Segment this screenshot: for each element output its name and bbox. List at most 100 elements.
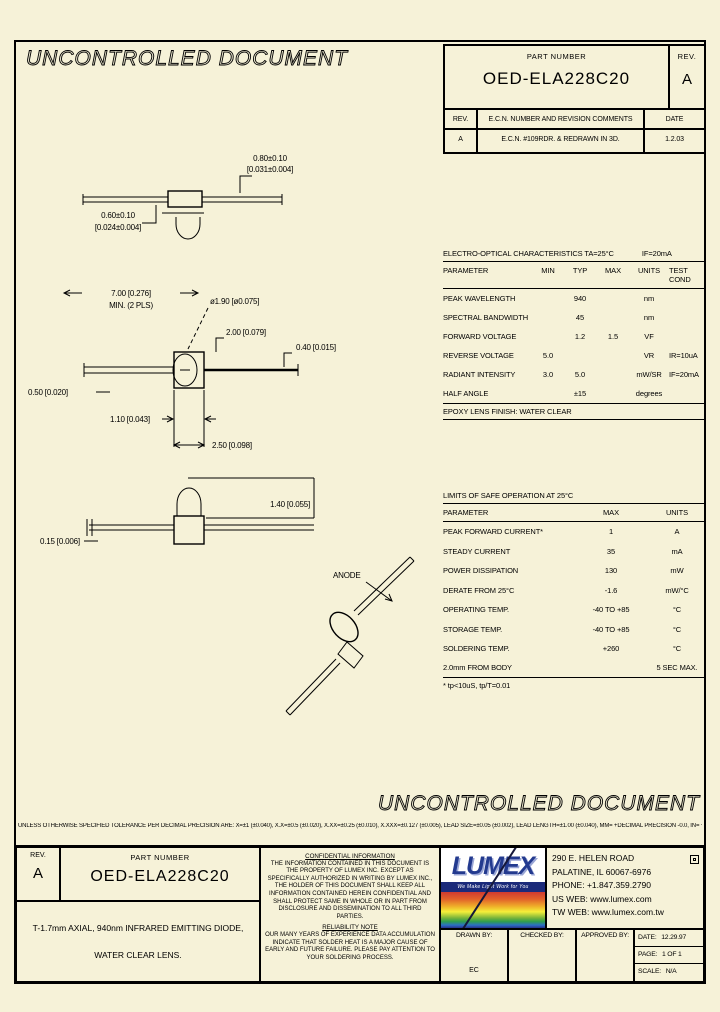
tb-description-cell: T-1.7mm AXIAL, 940nm INFRARED EMITTING D… — [17, 902, 261, 981]
limits-table: LIMITS OF SAFE OPERATION AT 25°C PARAMET… — [443, 489, 706, 690]
view-side: 7.00 [0.276] MIN. (2 PLS) ø1.90 [ø0.075]… — [28, 289, 336, 450]
ecn-header-comments: E.C.N. NUMBER AND REVISION COMMENTS — [478, 110, 645, 130]
lumex-logo-rainbow — [441, 892, 545, 928]
company-tw-web: TW WEB: www.lumex.com.tw — [552, 907, 664, 917]
address-line2: PALATINE, IL 60067-6976 — [552, 866, 652, 877]
eo-typ: 1.2 — [574, 332, 586, 341]
ecn-row-rev: A — [445, 130, 478, 152]
eo-units: VF — [644, 332, 654, 341]
revision-header-table: PART NUMBER OED-ELA228C20 REV. A REV. E.… — [443, 44, 706, 154]
leader-d1 — [239, 175, 252, 193]
dim-lead-length: 7.00 [0.276] — [111, 289, 151, 298]
table-row: PEAK WAVELENGTH 940 nm — [443, 289, 706, 308]
tb-address-cell: 290 E. HELEN ROAD PALATINE, IL 60067-697… — [547, 848, 703, 930]
table-row: DERATE FROM 25°C -1.6 mW/°C — [443, 581, 706, 601]
part-number-cell: PART NUMBER OED-ELA228C20 — [445, 46, 670, 110]
leader-d5 — [215, 337, 224, 352]
eo-min: 3.0 — [542, 370, 554, 379]
limit-param: SOLDERING TEMP. — [443, 644, 510, 654]
limit-units: °C — [672, 644, 682, 654]
eo-col-testcond: TEST COND — [669, 266, 691, 284]
limit-max: -1.6 — [604, 585, 618, 595]
tb-rev-value: A — [32, 865, 43, 882]
eo-param: HALF ANGLE — [443, 389, 489, 398]
eo-table-title-row: ELECTRO-OPTICAL CHARACTERISTICS TA=25°C … — [443, 247, 706, 262]
limit-max: +260 — [602, 644, 620, 654]
company-phone: PHONE: +1.847.359.2790 — [552, 880, 651, 890]
eo-units: nm — [643, 313, 655, 322]
ecn-header-date: DATE — [645, 110, 704, 130]
table-row: REVERSE VOLTAGE 5.0 VR IR=10uA — [443, 346, 706, 365]
projection-symbol-icon — [690, 855, 699, 864]
ecn-row-comments: E.C.N. #109RDR. & REDRAWN IN 3D. — [478, 130, 645, 152]
lumex-logo-tagline: We Make Light Work for You — [441, 882, 545, 892]
date-row: DATE: 12.29.97 — [635, 930, 703, 947]
confidential-title: CONFIDENTIAL INFORMATION — [305, 853, 395, 860]
approved-by-label: APPROVED BY: — [581, 932, 629, 939]
table-row: POWER DISSIPATION 130 mW — [443, 561, 706, 581]
page-value: 1 OF 1 — [661, 951, 682, 958]
eo-table-title: ELECTRO-OPTICAL CHARACTERISTICS TA=25°C — [443, 249, 614, 258]
tb-confidential-cell: CONFIDENTIAL INFORMATION THE INFORMATION… — [261, 848, 441, 981]
eo-param: REVERSE VOLTAGE — [443, 351, 514, 360]
dim-arrows-d3 — [62, 289, 200, 297]
dim-body-length: 2.50 [0.098] — [212, 441, 252, 450]
dim-standoff: 1.10 [0.043] — [110, 415, 150, 424]
scale-row: SCALE: N/A — [635, 964, 703, 981]
tolerance-note: UNLESS OTHERWISE SPECIFIED TOLERANCE PER… — [18, 823, 702, 829]
limit-units: mW/°C — [665, 585, 689, 595]
lead-left-lines — [82, 194, 168, 205]
dim-lead2-dia-mm: 0.60±0.10 — [101, 211, 135, 220]
eo-col-min: MIN — [541, 266, 555, 275]
table-row: FORWARD VOLTAGE 1.2 1.5 VF — [443, 327, 706, 346]
scale-value: N/A — [665, 968, 677, 975]
confidential-body: THE INFORMATION CONTAINED IN THIS DOCUME… — [267, 860, 433, 920]
dim-arrows-d8 — [162, 415, 216, 423]
limit-units: °C — [672, 605, 682, 615]
lens-dome-side — [172, 353, 198, 387]
table-row: 2.0mm FROM BODY 5 SEC MAX. — [443, 659, 706, 678]
drawn-by-value: EC — [469, 967, 479, 974]
tb-part-number-value: OED-ELA228C20 — [90, 868, 230, 885]
dim-lead-dia-mm: 0.80±0.10 — [253, 154, 287, 163]
view-front: 1.40 [0.055] 0.15 [0.006] — [40, 477, 315, 546]
limit-units: mA — [671, 546, 683, 556]
dim-bracket-d10 — [188, 477, 315, 519]
dim-lead-thickness: 0.40 [0.015] — [296, 343, 336, 352]
date-value: 12.29.97 — [661, 934, 687, 941]
eo-units: mW/SR — [636, 370, 662, 379]
table-row: PEAK FORWARD CURRENT* 1 A — [443, 522, 706, 542]
limit-param: DERATE FROM 25°C — [443, 585, 515, 595]
table-row: SOLDERING TEMP. +260 °C — [443, 639, 706, 659]
limit-max: 130 — [604, 566, 618, 576]
view-top-axial: 0.80±0.10 [0.031±0.004] 0.60±0.10 [0.024… — [82, 154, 293, 240]
eo-param: SPECTRAL BANDWIDTH — [443, 313, 529, 322]
dim-body-dia: ø1.90 [ø0.075] — [210, 297, 259, 306]
lead-right-front — [204, 524, 314, 531]
uncontrolled-watermark-top: UNCONTROLLED DOCUMENT — [26, 47, 349, 71]
limit-units: A — [674, 527, 680, 537]
eo-col-typ: TYP — [572, 266, 588, 275]
eo-typ: 45 — [575, 313, 585, 322]
leader-d6 — [283, 352, 292, 367]
tb-rev-cell: REV. A — [17, 848, 61, 902]
eo-characteristics-table: ELECTRO-OPTICAL CHARACTERISTICS TA=25°C … — [443, 247, 706, 420]
led-body-3d — [329, 611, 359, 643]
limit-param: OPERATING TEMP. — [443, 605, 510, 615]
eo-units: degrees — [635, 389, 663, 398]
checked-by-label: CHECKED BY: — [520, 932, 564, 939]
eo-param: PEAK WAVELENGTH — [443, 294, 516, 303]
lens-dome-profile — [175, 217, 201, 240]
lumex-logo-text: LUMEX — [451, 852, 536, 880]
eo-testcond: IR=10uA — [669, 351, 698, 360]
dim-body-top: 2.00 [0.079] — [226, 328, 266, 337]
limit-param: STEADY CURRENT — [443, 546, 511, 556]
dim-lead-width: 0.50 [0.020] — [28, 388, 68, 397]
eo-table-header: PARAMETER MIN TYP MAX UNITS TEST COND — [443, 262, 706, 289]
ecn-row-date: 1.2.03 — [665, 136, 684, 143]
lead-right-side — [204, 364, 299, 376]
anode-label: ANODE — [333, 571, 360, 580]
limits-table-header: PARAMETER MAX UNITS — [443, 504, 706, 522]
tb-approved-by-cell: APPROVED BY: — [577, 930, 635, 981]
limits-col-parameter: PARAMETER — [443, 508, 489, 517]
